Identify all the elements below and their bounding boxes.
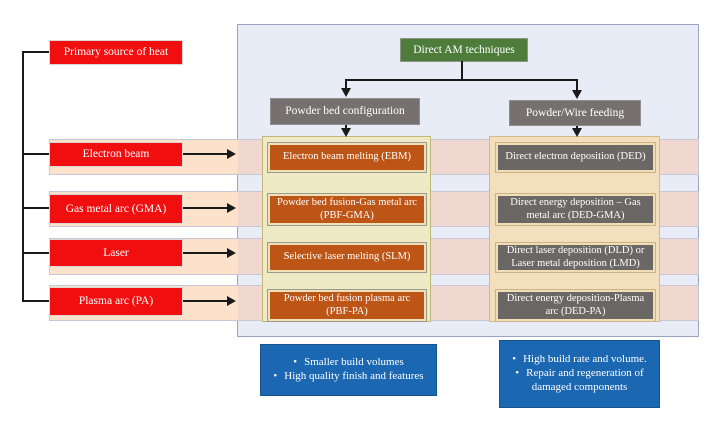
powder-bed-column-arrowhead-icon bbox=[341, 128, 351, 137]
bullet-icon: • bbox=[273, 370, 278, 382]
source-tree-branch-line bbox=[22, 51, 49, 53]
source-plasma-arc-box: Plasma arc (PA) bbox=[49, 287, 183, 316]
note-item: •Repair and regeneration of damaged comp… bbox=[515, 367, 644, 393]
source-tree-trunk-line bbox=[22, 52, 24, 301]
ded-box: Direct electron deposition (DED) bbox=[495, 142, 656, 173]
plasma-arc-arrowhead-icon bbox=[227, 296, 236, 306]
powder-bed-notes-box: •Smaller build volumes •High quality fin… bbox=[260, 344, 437, 396]
slm-box: Selective laser melting (SLM) bbox=[267, 242, 427, 273]
powder-bed-arrowhead-icon bbox=[341, 88, 351, 97]
powder-bed-branch-box: Powder bed configuration bbox=[270, 98, 420, 125]
laser-arrowhead-icon bbox=[227, 248, 236, 258]
source-tree-branch-line bbox=[22, 153, 49, 155]
ded-gma-box: Direct energy deposition – Gas metal arc… bbox=[495, 193, 656, 226]
laser-arrow-line bbox=[183, 252, 227, 254]
plasma-arc-arrow-line bbox=[183, 300, 227, 302]
dld-lmd-box: Direct laser deposition (DLD) or Laser m… bbox=[495, 242, 656, 273]
bullet-icon: • bbox=[512, 353, 517, 366]
electron-beam-arrowhead-icon bbox=[227, 149, 236, 159]
wire-feed-branch-box: Powder/Wire feeding bbox=[509, 100, 641, 126]
powder-bed-drop-line bbox=[345, 80, 347, 90]
gas-metal-arc-arrow-line bbox=[183, 207, 227, 209]
source-tree-branch-line bbox=[22, 300, 49, 302]
bullet-icon: • bbox=[293, 356, 298, 369]
electron-beam-arrow-line bbox=[183, 153, 227, 155]
wire-feed-arrowhead-icon bbox=[572, 90, 582, 99]
gas-metal-arc-arrowhead-icon bbox=[227, 203, 236, 213]
ded-pa-box: Direct energy deposition-Plasma arc (DED… bbox=[495, 289, 656, 322]
source-tree-branch-line bbox=[22, 252, 49, 254]
pbf-gma-box: Powder bed fusion-Gas metal arc (PBF-GMA… bbox=[267, 193, 427, 226]
wire-feed-drop-line bbox=[576, 80, 578, 92]
root-direct-am-box: Direct AM techniques bbox=[400, 38, 528, 62]
ebm-box: Electron beam melting (EBM) bbox=[267, 142, 427, 173]
note-item: •Smaller build volumes bbox=[293, 356, 404, 369]
source-tree-branch-line bbox=[22, 207, 49, 209]
bullet-icon: • bbox=[515, 367, 520, 380]
root-drop-line bbox=[461, 61, 463, 80]
source-laser-box: Laser bbox=[49, 239, 183, 267]
branch-split-line bbox=[345, 79, 578, 81]
note-item: •High quality finish and features bbox=[273, 370, 424, 382]
source-electron-beam-box: Electron beam bbox=[49, 142, 183, 167]
wire-feed-notes-box: •High build rate and volume. •Repair and… bbox=[499, 340, 660, 408]
source-header-box: Primary source of heat bbox=[49, 40, 183, 65]
note-item: •High build rate and volume. bbox=[512, 353, 647, 366]
powder-bed-column-drop-line bbox=[345, 125, 347, 130]
wire-feed-column-arrowhead-icon bbox=[572, 128, 582, 137]
source-gas-metal-arc-box: Gas metal arc (GMA) bbox=[49, 194, 183, 224]
pbf-pa-box: Powder bed fusion plasma arc (PBF-PA) bbox=[267, 289, 427, 322]
